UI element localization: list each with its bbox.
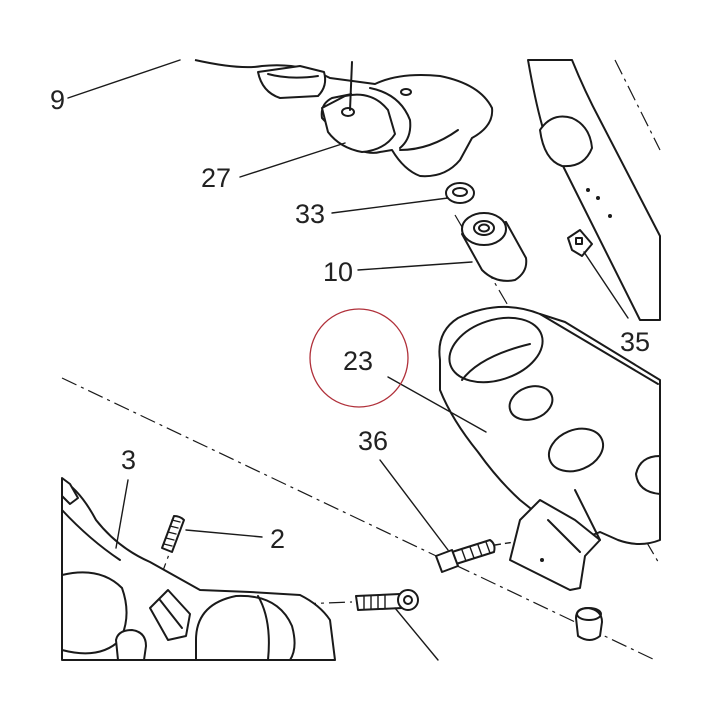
axis-line-upper-right <box>614 59 661 151</box>
yoke-top-edge <box>539 313 659 385</box>
yoke-bore-depth <box>461 343 531 381</box>
clip-slot <box>575 237 583 245</box>
callout-36: 36 <box>358 426 388 456</box>
washer-33 <box>445 182 475 204</box>
bracket-knob-detail <box>267 73 319 79</box>
stud-body <box>161 515 185 553</box>
bracket-small-hole <box>400 88 412 96</box>
bracket-curve <box>369 87 412 149</box>
bolt-36 <box>435 539 496 573</box>
bracket-hole <box>341 107 355 117</box>
yoke-flange-dot <box>540 558 544 562</box>
frame-ring <box>257 595 270 661</box>
fork-tube-dot <box>586 188 590 192</box>
callout-27: 27 <box>201 163 231 193</box>
callout-3: 3 <box>121 445 136 475</box>
yoke-flange-detail <box>547 519 581 553</box>
leader-2 <box>185 529 263 538</box>
leader-36 <box>379 459 449 551</box>
bracket-hole-line <box>349 61 353 111</box>
frame-opening-right <box>195 594 296 661</box>
stud-thread <box>163 519 181 547</box>
frame-clamp-detail <box>159 599 183 629</box>
callout-labels: 27 33 10 35 23 36 3 2 9 <box>50 85 650 554</box>
upper-bracket-tab <box>321 93 396 153</box>
leader-33 <box>331 197 449 214</box>
bolt-36-head <box>435 549 459 573</box>
yoke-hole-lower <box>547 427 605 473</box>
cap-nut-body <box>575 607 603 641</box>
leader-35 <box>583 251 629 319</box>
callout-33: 33 <box>295 199 325 229</box>
yoke-right-hole <box>635 455 661 495</box>
spacer-bore <box>473 220 495 236</box>
lower-bolt-hex <box>403 595 413 605</box>
callout-2: 2 <box>270 524 285 554</box>
stud-2 <box>161 515 185 553</box>
frame-clamp <box>149 589 191 641</box>
yoke-bolt-flange <box>509 499 601 591</box>
leader-lines <box>67 59 629 661</box>
lower-bolt <box>355 589 419 611</box>
lower-bolt-thread <box>363 594 386 610</box>
axis-line-diagonal-main <box>61 377 656 661</box>
yoke-hole-middle <box>508 385 554 421</box>
frame-grommet <box>115 629 147 661</box>
callout-10: 10 <box>323 257 353 287</box>
leader-lower-bolt <box>394 607 439 661</box>
frame-tab-top <box>61 477 79 505</box>
fork-yoke-23 <box>438 305 661 591</box>
leader-3 <box>115 479 129 549</box>
bolt-36-thread <box>461 541 491 562</box>
cap-nut-top <box>576 607 602 621</box>
fork-tube-clamp <box>539 115 593 168</box>
fork-tube-dot <box>608 214 612 218</box>
callout-9-partial: 9 <box>50 85 65 115</box>
frame-opening-left <box>61 571 128 655</box>
leader-9 <box>67 59 181 99</box>
spacer-10 <box>461 212 528 282</box>
yoke-bore-large <box>448 316 544 384</box>
clip-35 <box>567 229 593 257</box>
fork-tube <box>527 59 661 321</box>
highlight-circle-23 <box>309 308 409 408</box>
fork-tube-dot <box>596 196 600 200</box>
spacer-bore-inner <box>478 223 490 233</box>
leader-27 <box>239 142 346 178</box>
bracket-lower-curve <box>399 129 459 151</box>
washer-inner <box>452 187 468 197</box>
leader-10 <box>357 261 473 271</box>
callout-35: 35 <box>620 327 650 357</box>
cap-nut <box>575 607 603 641</box>
bolt-36-shank <box>451 539 496 565</box>
lower-bolt-head <box>397 589 419 611</box>
callout-23: 23 <box>343 346 373 376</box>
upper-bracket <box>194 59 494 178</box>
bracket-knob <box>257 65 327 99</box>
frame-arm-line <box>61 509 121 561</box>
leader-23 <box>387 376 487 433</box>
lower-frame-3 <box>61 477 336 661</box>
fork-tube-body <box>527 59 661 321</box>
yoke-flange-detail-2 <box>574 489 601 541</box>
